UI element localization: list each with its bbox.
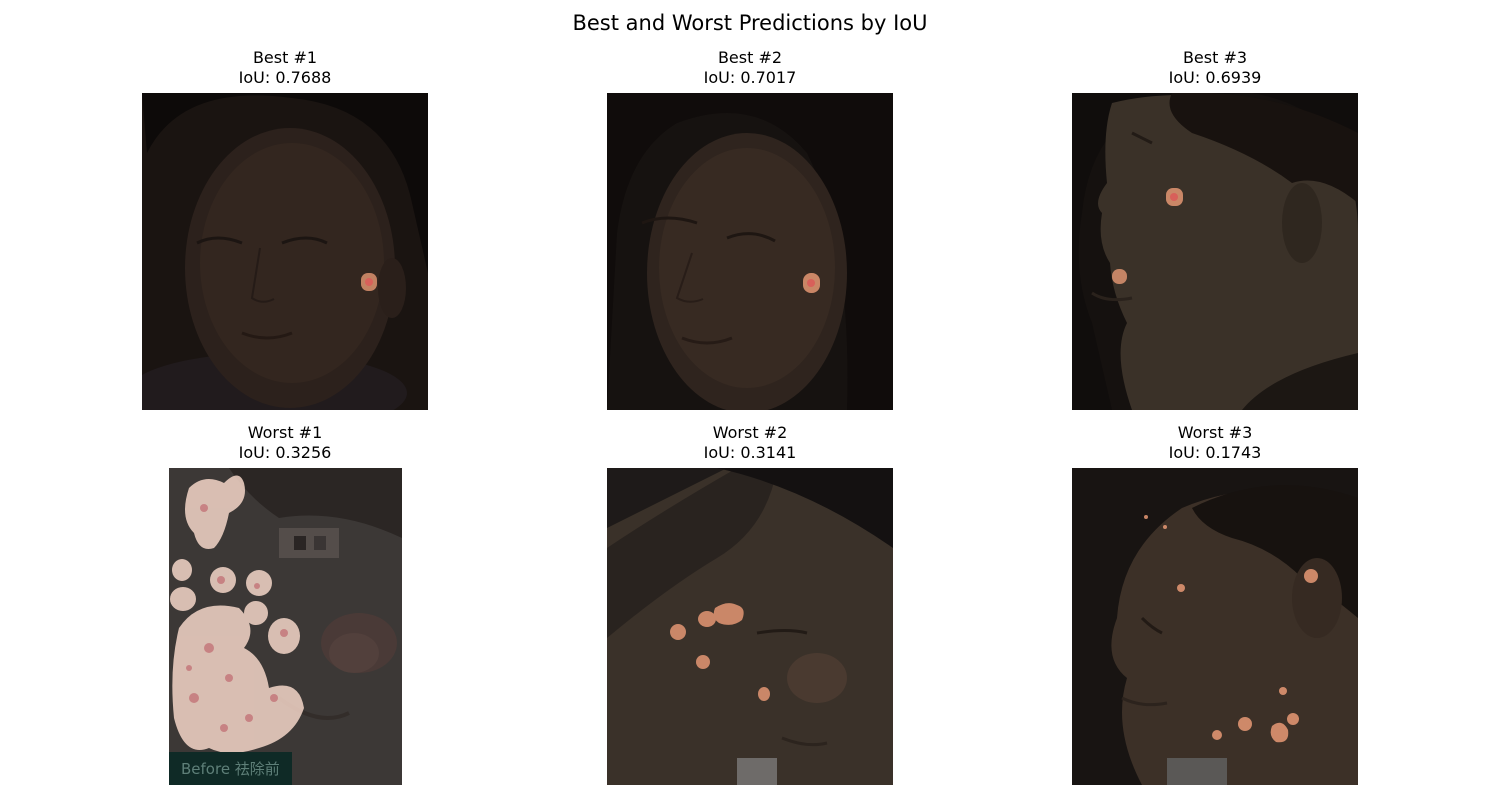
image-worst-3 [1072,468,1358,785]
panel-iou: IoU: 0.3141 [703,443,797,462]
mask-region [1112,269,1127,284]
panel-label: Worst #2 [712,423,788,442]
panel-iou: IoU: 0.6939 [1168,68,1262,87]
mask-region [1144,515,1318,743]
panel-label: Best #2 [717,48,783,67]
panel-iou: IoU: 0.7017 [703,68,797,87]
panel-title-best-2: Best #2 IoU: 0.7017 [600,48,900,88]
panel-iou: IoU: 0.1743 [1168,443,1262,462]
image-caption: Before 祛除前 [169,752,292,785]
image-worst-2 [607,468,893,785]
panel-title-worst-3: Worst #3 IoU: 0.1743 [1065,423,1365,463]
panel-label: Best #3 [1182,48,1248,67]
image-best-3 [1072,93,1358,410]
panel-label: Worst #1 [247,423,323,442]
image-worst-1: Before 祛除前 [169,468,402,785]
figure-title: Best and Worst Predictions by IoU [572,11,928,35]
mask-region [170,475,304,753]
panel-title-worst-2: Worst #2 IoU: 0.3141 [600,423,900,463]
panel-title-worst-1: Worst #1 IoU: 0.3256 [135,423,435,463]
image-best-2 [607,93,893,410]
panel-title-best-1: Best #1 IoU: 0.7688 [135,48,435,88]
panel-iou: IoU: 0.3256 [238,443,332,462]
image-best-1 [142,93,428,410]
mask-region [670,603,770,701]
panel-title-best-3: Best #3 IoU: 0.6939 [1065,48,1365,88]
panel-iou: IoU: 0.7688 [238,68,332,87]
panel-label: Best #1 [252,48,318,67]
panel-label: Worst #3 [1177,423,1253,442]
